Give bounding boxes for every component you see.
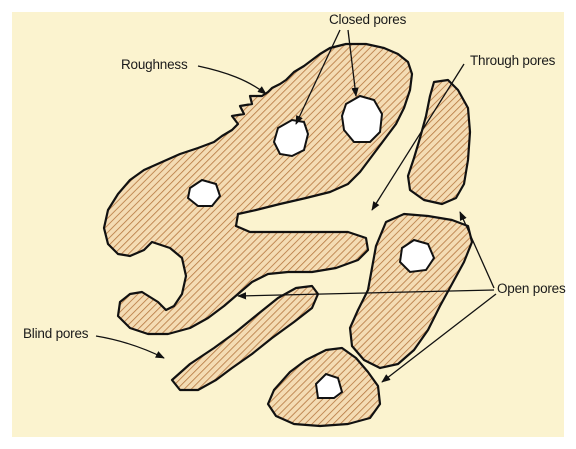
- arrow-roughness: [198, 66, 266, 94]
- label-blind-pores: Blind pores: [23, 326, 88, 341]
- label-closed-pores: Closed pores: [329, 12, 406, 27]
- closed-pore-4: [400, 240, 434, 272]
- label-through-pores: Through pores: [470, 53, 555, 68]
- arrow-blind-pores: [96, 336, 164, 358]
- right-particle: [408, 80, 470, 204]
- main-particle: [104, 44, 412, 334]
- label-open-pores: Open pores: [497, 281, 566, 296]
- label-roughness: Roughness: [121, 57, 188, 72]
- closed-pore-2: [342, 96, 382, 142]
